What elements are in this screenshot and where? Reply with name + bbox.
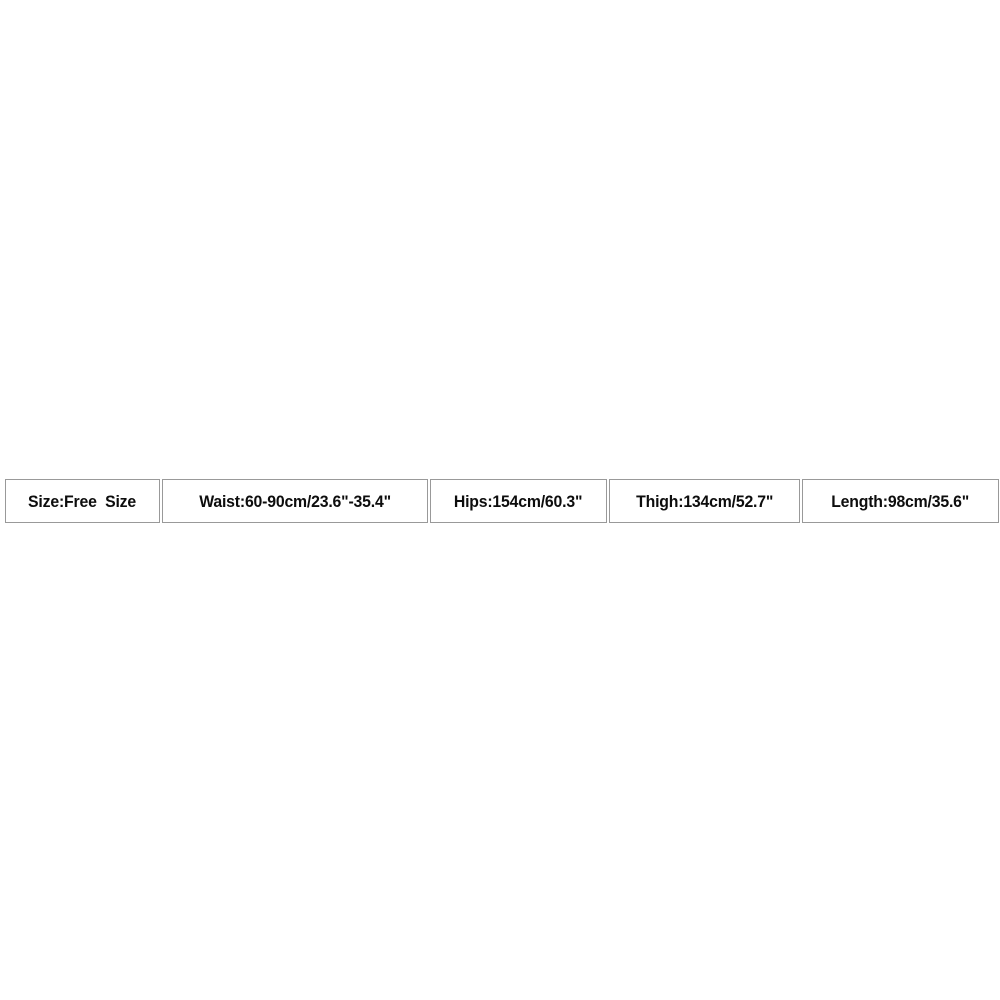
size-chart-table: Size:Free Size Waist:60-90cm/23.6"-35.4"…	[5, 479, 999, 523]
size-chart-cell-hips: Hips:154cm/60.3"	[430, 479, 607, 523]
size-chart-cell-thigh: Thigh:134cm/52.7"	[609, 479, 800, 523]
size-chart-cell-length-text: Length:98cm/35.6"	[831, 491, 970, 511]
size-chart-cell-hips-text: Hips:154cm/60.3"	[454, 491, 583, 511]
size-chart-cell-size: Size:Free Size	[5, 479, 160, 523]
size-chart-cell-size-text: Size:Free Size	[28, 491, 137, 511]
size-chart-cell-thigh-text: Thigh:134cm/52.7"	[635, 491, 773, 511]
size-chart-cell-waist-text: Waist:60-90cm/23.6"-35.4"	[199, 491, 391, 511]
size-chart-cell-length: Length:98cm/35.6"	[802, 479, 999, 523]
size-chart-row: Size:Free Size Waist:60-90cm/23.6"-35.4"…	[5, 479, 999, 523]
size-chart-cell-waist: Waist:60-90cm/23.6"-35.4"	[162, 479, 428, 523]
